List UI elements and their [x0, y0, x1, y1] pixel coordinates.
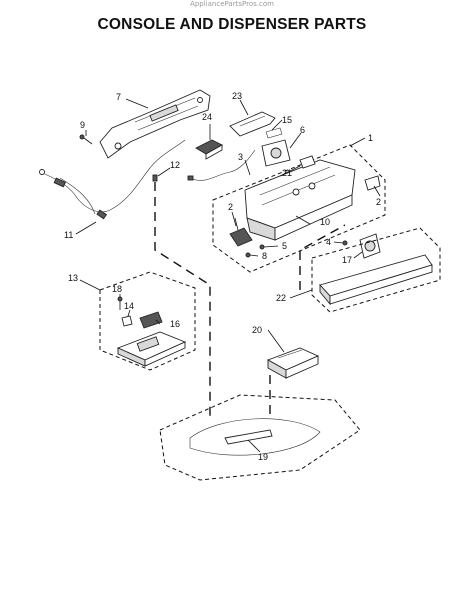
- callout-17: 17: [342, 255, 352, 265]
- dashed-guide-lines: [154, 182, 346, 420]
- callout-4: 4: [326, 237, 331, 247]
- callout-20: 20: [252, 325, 262, 335]
- console-assembly-outline: [212, 144, 386, 273]
- watermark: AppliancePartsPros.com: [190, 0, 274, 8]
- callout-9: 9: [80, 120, 85, 130]
- callout-5: 5: [282, 241, 287, 251]
- end-cap-part-2-left: [229, 217, 253, 247]
- callout-7: 7: [116, 92, 121, 102]
- callout-19: 19: [258, 452, 268, 462]
- callout-14: 14: [124, 301, 134, 311]
- callout-2-left: 2: [228, 202, 233, 212]
- dispenser-drawer-part-22: [311, 227, 441, 313]
- callout-10: 10: [320, 217, 330, 227]
- callout-22: 22: [276, 293, 286, 303]
- screw-part-8: [245, 252, 251, 258]
- console-body-part: [244, 159, 356, 241]
- callout-23: 23: [232, 91, 242, 101]
- machine-control-assembly-outline: [99, 271, 196, 371]
- control-panel-trim-part: [99, 89, 211, 159]
- wire-harness-part-11: [39, 139, 186, 220]
- callout-1: 1: [368, 133, 373, 143]
- end-cap-part-2-right: [364, 175, 381, 191]
- screw-part-18: [117, 296, 123, 310]
- callout-11: 11: [64, 230, 73, 240]
- control-board-part-24: [195, 139, 223, 160]
- knob-housing-part-15: [261, 127, 291, 167]
- clip-part-14: [121, 315, 133, 327]
- diagram-title: CONSOLE AND DISPENSER PARTS: [97, 16, 367, 33]
- callout-6: 6: [300, 125, 305, 135]
- callout-8: 8: [262, 251, 267, 261]
- callout-15: 15: [282, 115, 292, 125]
- wire-harness-part-3: [187, 149, 256, 181]
- callout-2-right: 2: [376, 197, 381, 207]
- callout-16: 16: [170, 319, 180, 329]
- connector-part-16: [139, 311, 163, 329]
- bracket-part-21: [299, 155, 316, 169]
- callout-labels: 7 23 9 24 15 6 1 3 12 21 2 2 10 5 8 4 17…: [64, 91, 381, 462]
- top-panel-part-19: [159, 394, 361, 481]
- callout-24: 24: [202, 112, 212, 122]
- screw-part-5: [259, 244, 265, 250]
- clip-part-12: [152, 174, 158, 182]
- callout-21: 21: [282, 168, 292, 178]
- callout-12: 12: [170, 160, 180, 170]
- dispenser-part-20: [266, 347, 320, 379]
- bracket-part-23: [229, 111, 276, 137]
- leader-lines: [75, 98, 381, 453]
- screw-part-9: [79, 134, 93, 145]
- control-board-part-13: [116, 331, 187, 367]
- callout-18: 18: [112, 284, 122, 294]
- callout-13: 13: [68, 273, 78, 283]
- callout-3: 3: [238, 152, 243, 162]
